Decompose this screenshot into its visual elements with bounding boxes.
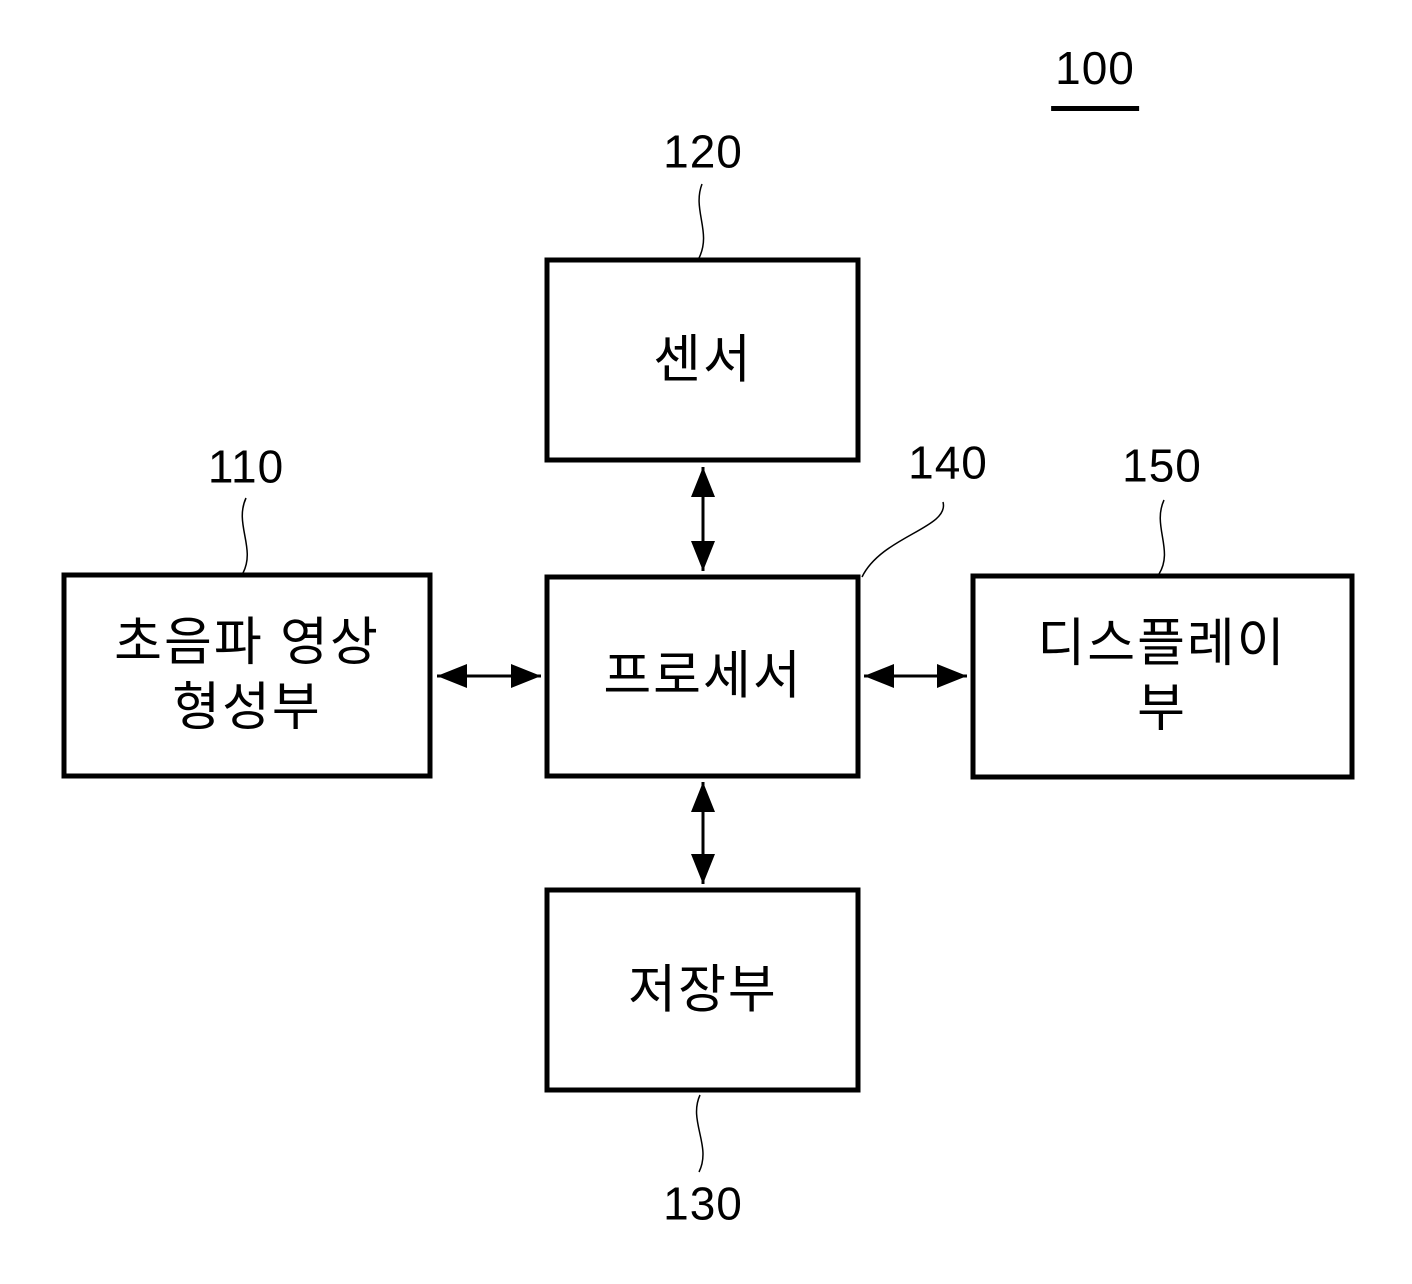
leader-140: [861, 501, 945, 578]
leader-130: [695, 1094, 704, 1173]
processor-label: 프로세서: [603, 647, 803, 706]
display-label: 디스플레이부: [1037, 615, 1287, 738]
ref-120: 120: [663, 125, 743, 178]
storage-label: 저장부: [628, 961, 778, 1020]
storage-box: [544, 887, 861, 1093]
figure-ref-100: 100: [1051, 40, 1139, 111]
ultrasound-image-forming-label: 초음파 영상 형성부: [114, 614, 380, 737]
ref-140: 140: [908, 436, 988, 489]
sensor-box: [544, 257, 861, 463]
processor-box: [544, 574, 861, 779]
ref-150: 150: [1122, 439, 1202, 492]
leader-120: [698, 183, 705, 259]
ref-130: 130: [663, 1177, 743, 1230]
leader-150: [1158, 499, 1166, 575]
sensor-label: 센서: [653, 331, 753, 390]
ultrasound-image-forming-box: [61, 572, 433, 779]
display-box: [970, 573, 1355, 780]
ref-110: 110: [207, 440, 285, 493]
leader-110: [241, 497, 248, 574]
